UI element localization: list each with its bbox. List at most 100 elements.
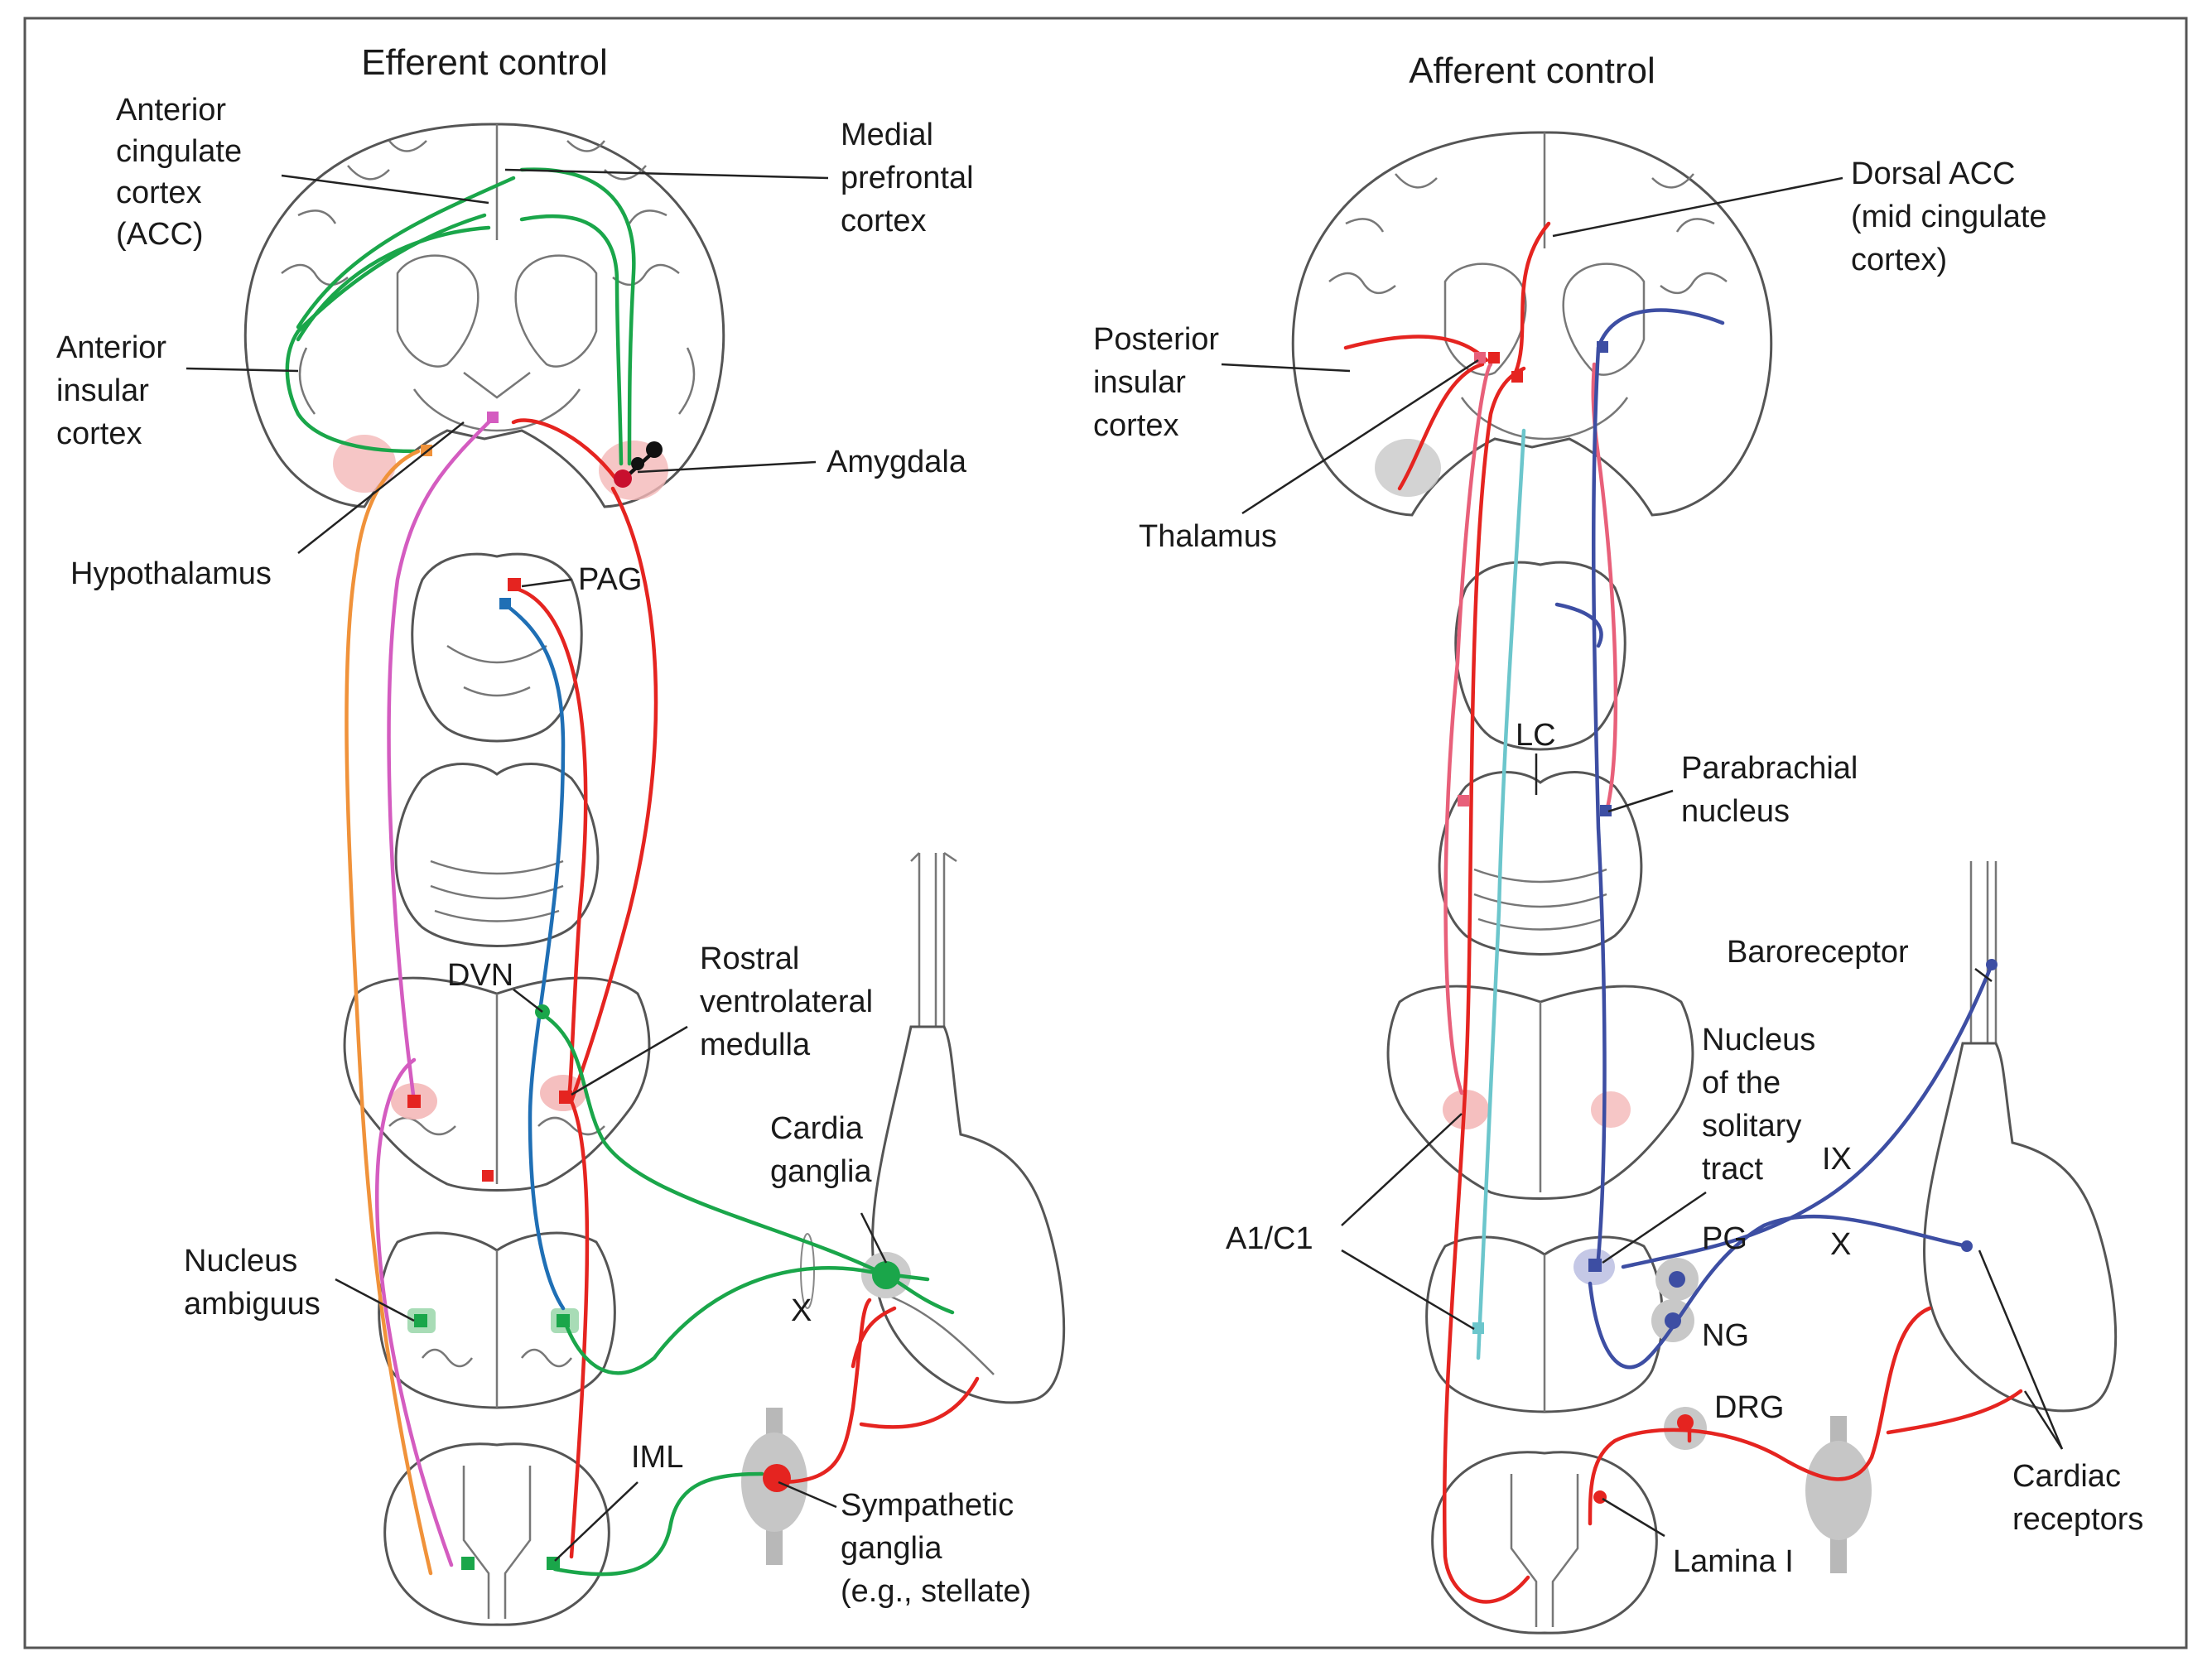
efferent-panel: Efferent control [56, 42, 1066, 1626]
navy-nts-ascending [1591, 308, 1725, 1261]
efferent-upper-medulla [343, 976, 651, 1192]
sympathetic-leader [778, 1481, 837, 1509]
na-leader [335, 1278, 415, 1322]
afferent-lower-medulla [1425, 1235, 1664, 1413]
ng-node [1665, 1312, 1681, 1329]
efferent-spinal-cord [383, 1442, 610, 1626]
cardiac-ganglion-node [872, 1261, 900, 1289]
nts-leader [1602, 1191, 1707, 1264]
dvn-leader [513, 989, 543, 1013]
a1c1-highlight-right [1591, 1091, 1631, 1128]
pag-leader [521, 578, 572, 588]
posterior-insula-highlight [1375, 439, 1441, 497]
a1c1-label: A1/C1 [1226, 1221, 1313, 1256]
a1c1-node [1472, 1322, 1484, 1334]
orange-hypothalamus-path [345, 449, 433, 1576]
red-sympathetic-to-heart [776, 1298, 980, 1485]
posterior-insula-leader [1221, 363, 1351, 373]
mpfc-leader [504, 168, 829, 180]
a1c1-leader-1 [1341, 1113, 1463, 1226]
hypothalamus-label: Hypothalamus [70, 556, 272, 591]
efferent-title: Efferent control [361, 42, 608, 83]
rvlm-leader [571, 1025, 688, 1096]
na-right-node [557, 1314, 570, 1327]
navy-cardiac-path [1588, 1214, 1969, 1370]
x-nerve-label: X [791, 1293, 812, 1328]
cardiac-ganglia-leader [860, 1212, 888, 1264]
a1c1-leader-2 [1341, 1249, 1475, 1331]
baroreceptor-label: Baroreceptor [1727, 935, 1909, 970]
amygdala-node-red [614, 469, 632, 488]
pag-red-node [508, 578, 521, 591]
blue-pag-path [503, 602, 566, 1311]
lc-label: LC [1516, 718, 1556, 753]
nts-node [1588, 1259, 1602, 1272]
baroreceptor-node [1986, 959, 1998, 970]
thalamus-label: Thalamus [1139, 519, 1277, 554]
pg-node [1669, 1271, 1685, 1288]
pb-right-node [1600, 805, 1612, 816]
pb-left-node [1458, 795, 1469, 807]
drg-label: DRG [1714, 1390, 1784, 1425]
baroreceptor-leader [1974, 968, 1993, 982]
green-iml-to-ganglia [552, 1471, 764, 1577]
pag-blue-node [499, 598, 511, 609]
afferent-sympathetic-ganglion [1805, 1441, 1872, 1540]
red-thalamus-to-insula [1343, 335, 1489, 491]
parabrachial-leader [1607, 789, 1674, 813]
efferent-brain [243, 123, 725, 508]
navy-midbrain-branch [1554, 602, 1603, 648]
pag-label: PAG [578, 562, 642, 597]
green-mpfc-loop-2 [296, 176, 624, 466]
cardiac-receptor-node [1961, 1240, 1973, 1252]
navy-baroreceptor-path [1621, 962, 1994, 1269]
iml-label: IML [631, 1440, 683, 1475]
thalamus-node-2 [1488, 352, 1500, 364]
drg-node [1677, 1414, 1694, 1431]
lamina-i-leader [1602, 1497, 1665, 1538]
medulla-red-node [482, 1170, 494, 1182]
cyan-ascending [1476, 428, 1526, 1360]
iml-leader [554, 1481, 639, 1562]
ix-nerve-label: IX [1822, 1142, 1852, 1177]
green-mpfc-loop-1 [296, 167, 636, 466]
pink-ascending-right [1591, 362, 1618, 814]
red-thalamus-to-acc [1513, 221, 1551, 375]
afferent-heart [1923, 861, 2118, 1413]
efferent-heart [871, 851, 1066, 1404]
cardiac-receptors-leader-2 [2023, 1390, 2064, 1450]
afferent-brain [1291, 131, 1773, 517]
afferent-title: Afferent control [1409, 51, 1655, 91]
pg-label: PG [1702, 1221, 1747, 1256]
thalamus-leader [1241, 359, 1479, 515]
pink-ascending-left [1443, 362, 1493, 1095]
na-left-node [414, 1314, 427, 1327]
red-spinothalamic-path [1442, 366, 1530, 1604]
green-dvn-to-ganglia [540, 1012, 889, 1278]
amygdala-node-dark [631, 457, 644, 470]
red-amygdala-path [511, 418, 658, 1104]
thalamus-node-3 [1511, 371, 1523, 383]
hypothalamus-leader [297, 421, 465, 554]
lamina-i-node [1593, 1490, 1607, 1504]
rvlm-right-node [559, 1091, 572, 1104]
sympathetic-ganglion-node [763, 1464, 791, 1492]
afferent-pons [1438, 771, 1643, 956]
dvn-label: DVN [447, 958, 513, 993]
red-rvlm-to-iml [569, 1099, 590, 1559]
efferent-pons [394, 763, 600, 947]
acc-leader [281, 174, 489, 205]
green-na-to-ganglia [561, 1265, 889, 1375]
magenta-descending-path [374, 416, 495, 1567]
amygdala-leader [637, 460, 817, 474]
